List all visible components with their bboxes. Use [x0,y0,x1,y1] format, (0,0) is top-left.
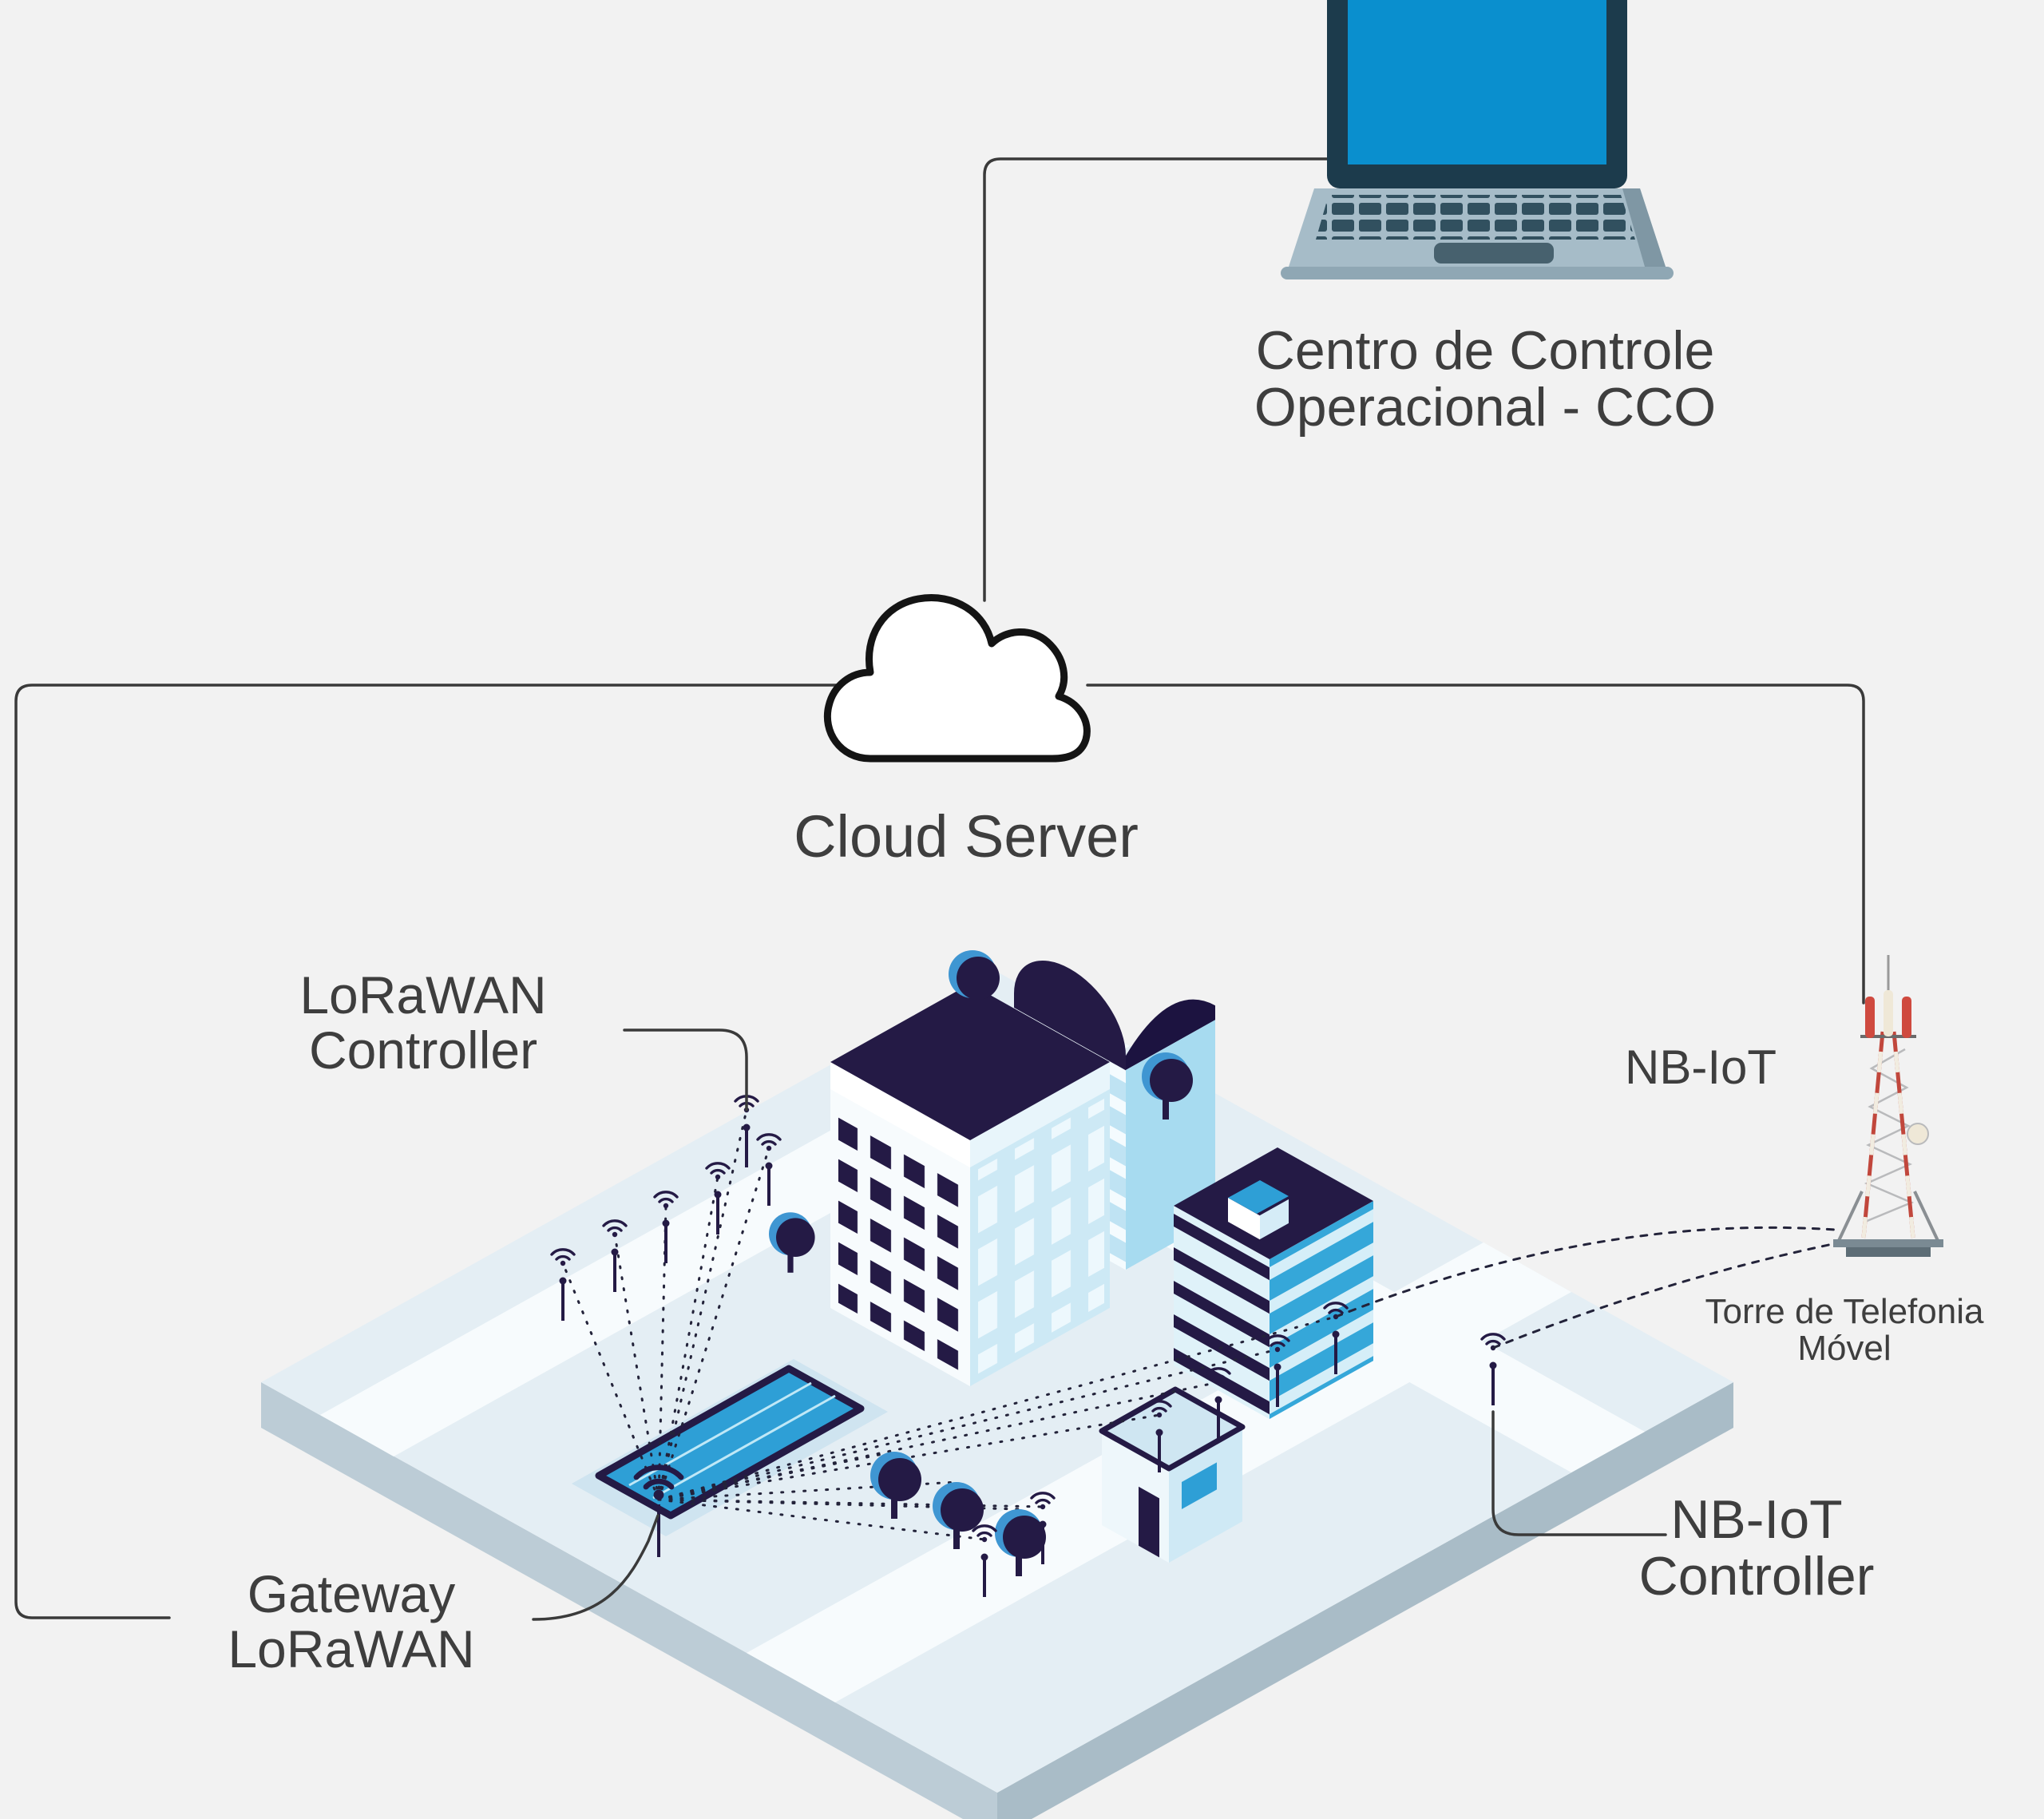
tower-label-line1: Torre de Telefonia [1705,1292,1984,1331]
pool [572,1359,888,1536]
cco-label-line2: Operacional - CCO [1254,376,1717,438]
tower-label-line2: Móvel [1797,1328,1891,1368]
nbiot-controller-line1: NB-IoT [1670,1489,1843,1550]
nbiot-label-text: NB-IoT [1624,1040,1777,1094]
cloud-icon [824,594,1091,763]
gateway-label: Gateway LoRaWAN [172,1567,531,1676]
cell-tower-icon [1833,955,1943,1257]
laptop-icon [1281,0,1674,279]
wifi-gateway-icon [636,1468,681,1557]
connector-gatewaylabel-gateway [532,1514,660,1621]
nbiot-label: NB-IoT [1573,1040,1828,1094]
gateway-label-line1: Gateway [247,1564,456,1623]
building-kiosk [1099,1386,1246,1563]
connector-lamp-nbctl [1491,1410,1667,1536]
smart-city-illustration [261,950,1842,1819]
nbiot-controller-label: NB-IoT Controller [1557,1492,1956,1604]
building-striped [1174,1147,1373,1420]
connector-lorawanctl-lamp [623,1028,748,1112]
cloud-server-label: Cloud Server [743,806,1190,868]
lorawan-controller-line1: LoRaWAN [299,965,547,1024]
cco-label-line1: Centro de Controle [1255,320,1715,381]
tower-label: Torre de Telefonia Móvel [1661,1294,2028,1367]
lorawan-controller-label: LoRaWAN Controller [232,968,615,1077]
connectors [14,157,1865,1621]
nbiot-links [1334,1226,1842,1349]
nbiot-controller-line2: Controller [1638,1545,1875,1607]
gateway-label-line2: LoRaWAN [228,1619,475,1678]
lorawan-controller-line2: Controller [308,1020,538,1080]
connector-cco-cloud [983,157,1333,602]
building-main [830,984,1110,1387]
connector-cloud-gateway [14,684,838,1619]
cloud-server-label-text: Cloud Server [794,803,1139,870]
cco-label: Centro de Controle Operacional - CCO [1118,323,1852,435]
connector-cloud-tower [1086,684,1865,1005]
